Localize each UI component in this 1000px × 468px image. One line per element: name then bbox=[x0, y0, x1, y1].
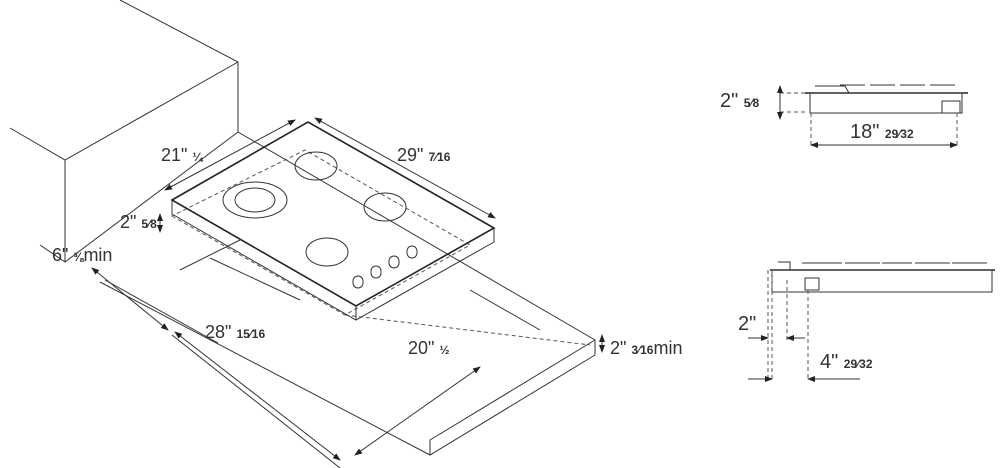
label-gas-offset-2: 4" 29⁄32 bbox=[820, 351, 873, 373]
label-cutout-width: 28" 15⁄16 bbox=[205, 322, 266, 342]
label-rear-clearance: 6" ⅜min bbox=[52, 245, 113, 265]
label-cutout-depth: 20" ½ bbox=[408, 338, 450, 358]
burner bbox=[363, 192, 407, 222]
label-height-iso: 2" 5⁄8 bbox=[120, 212, 157, 232]
dimension-lines bbox=[91, 117, 605, 468]
label-side-height: 2" 5⁄8 bbox=[720, 90, 760, 112]
knob bbox=[370, 265, 382, 279]
burner-large bbox=[222, 181, 288, 219]
knob bbox=[352, 275, 364, 289]
label-front-clearance: 2" 3⁄16min bbox=[610, 338, 683, 358]
knob bbox=[406, 245, 418, 259]
knob bbox=[388, 255, 400, 269]
side-view-depth bbox=[777, 84, 968, 148]
burner bbox=[305, 237, 349, 267]
side-view-width bbox=[748, 261, 995, 382]
label-width: 29" 7⁄16 bbox=[397, 145, 451, 165]
label-side-depth: 18" 29⁄32 bbox=[850, 121, 914, 143]
label-depth: 21" ¼ bbox=[161, 145, 203, 165]
label-gas-offset: 2" bbox=[738, 313, 757, 335]
